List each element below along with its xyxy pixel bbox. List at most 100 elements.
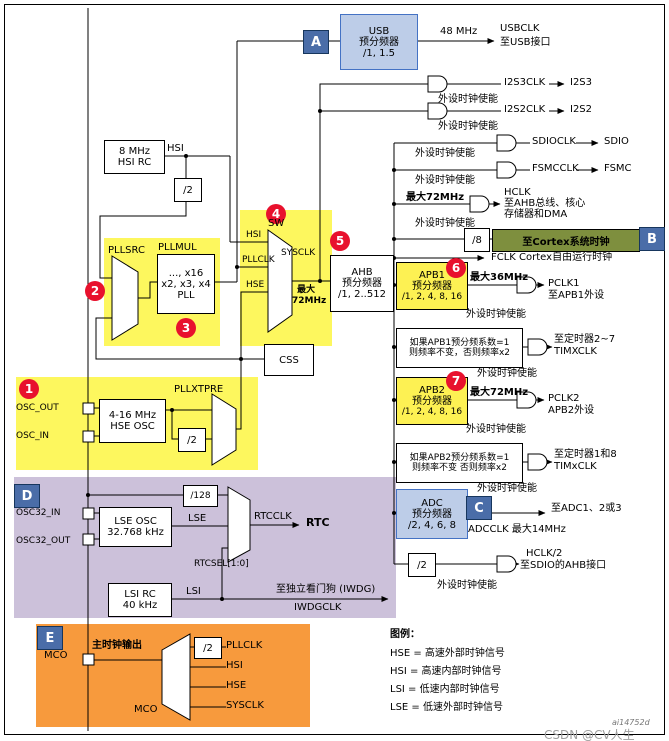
adcclk-label: ADCCLK 最大14MHz (468, 524, 566, 535)
osc-in-label: OSC_IN (16, 431, 49, 441)
hsi-rc-line2: HSI RC (117, 157, 152, 168)
sdio-ahb-dest-label: 至SDIO的AHB接口 (520, 560, 607, 571)
mco-region (36, 624, 310, 727)
mco-pin-label: MCO (44, 650, 68, 661)
pclk2-label: PCLK2 (548, 393, 580, 404)
hse-osc-line1: 4-16 MHz (108, 410, 157, 421)
tag-c: C (466, 496, 492, 520)
lsi-rc-line2: 40 kHz (122, 600, 158, 611)
css-box: CSS (264, 344, 314, 376)
osc32-in-label: OSC32_IN (16, 508, 61, 518)
pllxtpre-div2-box: /2 (178, 428, 206, 452)
sw-in-pllclk-label: PLLCLK (242, 255, 275, 265)
periph-en-label: 外设时钟使能 (415, 175, 475, 186)
apb2-note-line1: 如果APB2预分频系数=1 (409, 453, 510, 463)
hsi-div2-box: /2 (174, 178, 202, 202)
badge-4: 4 (266, 204, 286, 224)
adc-prescaler-box: ADC 预分频器 /2, 4, 6, 8 (396, 489, 468, 539)
badge-7: 7 (446, 371, 466, 391)
periph-en-label: 外设时钟使能 (477, 483, 537, 494)
badge-6: 6 (446, 258, 466, 278)
div8-box: /8 (464, 228, 490, 252)
lsi-signal-label: LSI (186, 586, 201, 597)
periph-en-label: 外设时钟使能 (466, 309, 526, 320)
periph-en-label: 外设时钟使能 (415, 218, 475, 229)
apb2-line2: 预分频器 (412, 396, 452, 407)
ahb-prescaler-box: AHB 预分频器 /1, 2..512 (330, 255, 394, 312)
periph-en-label: 外设时钟使能 (438, 121, 498, 132)
mco-output-label: 主时钟输出 (92, 640, 142, 651)
hsi-rc-line1: 8 MHz (119, 146, 150, 157)
adc-dest-label: 至ADC1、2或3 (551, 503, 622, 514)
mco-in-hse-label: HSE (226, 680, 247, 691)
periph-en-label: 外设时钟使能 (438, 94, 498, 105)
adc-line3: /2, 4, 6, 8 (408, 519, 456, 531)
apb2-line3: /1, 2, 4, 8, 16 (401, 407, 463, 417)
mco-mux-label: MCO (134, 704, 158, 715)
legend-item-hse: HSE = 高速外部时钟信号 (390, 648, 505, 659)
apb2-note-line2: 则频率不变 否则频率x2 (412, 463, 507, 473)
pllmul-line1: ..., x16 (168, 267, 204, 279)
osc32-out-label: OSC32_OUT (16, 536, 71, 546)
usb-box-line2: 预分频器 (359, 36, 399, 48)
mco-in-hsi-label: HSI (226, 660, 243, 671)
apb1-dest-label: 至APB1外设 (548, 290, 605, 301)
periph-en-label: 外设时钟使能 (477, 368, 537, 379)
apb2-dest-label: APB2外设 (548, 405, 595, 416)
pclk1-label: PCLK1 (548, 278, 580, 289)
hse-osc-box: 4-16 MHz HSE OSC (99, 399, 166, 443)
hclk2-label: HCLK/2 (526, 548, 563, 559)
pllmul-line3: PLL (177, 289, 195, 301)
mco-div2-box: /2 (194, 637, 222, 659)
apb1-line1: APB1 (418, 270, 446, 281)
hsi-signal-label: HSI (167, 143, 184, 154)
div128-label: /128 (190, 490, 211, 501)
badge-3: 3 (176, 318, 196, 338)
legend-title: 图例： (390, 629, 420, 640)
div2-label: /2 (203, 642, 213, 654)
sdio-div2-box: /2 (408, 553, 436, 577)
tim18-dest-label: 至定时器1和8 (554, 449, 617, 460)
pllmul-label: PLLMUL (158, 242, 197, 253)
fsmcclk-label: FSMCCLK (532, 163, 579, 174)
sw-in-hse-label: HSE (246, 280, 265, 290)
apb1-line3: /1, 2, 4, 8, 16 (401, 292, 463, 302)
figure-code: ai14752d (612, 718, 650, 727)
pllxtpre-label: PLLXTPRE (174, 384, 224, 395)
apb1-tim-note-box: 如果APB1预分频系数=1 则频率不变，否则频率x2 (396, 328, 523, 368)
apb2-max-label: 最大72MHz (470, 387, 529, 398)
ahb-line1: AHB (351, 267, 373, 278)
div128-box: /128 (183, 485, 218, 507)
apb2-tim-note-box: 如果APB2预分频系数=1 则频率不变 否则频率x2 (396, 443, 523, 483)
watermark: CSDN @CV人生 (544, 728, 635, 741)
timxclk-upper-label: TIMXCLK (554, 346, 597, 357)
lsi-rc-line1: LSI RC (124, 589, 156, 600)
apb1-max-label: 最大36MHz (470, 272, 529, 283)
sysclk-max-label1: 最大 (297, 285, 316, 295)
apb1-note-line1: 如果APB1预分频系数=1 (409, 338, 510, 348)
div2-label: /2 (187, 434, 197, 446)
adc-line2: 预分频器 (412, 508, 452, 520)
i2s2-label: I2S2 (570, 104, 593, 115)
div8-label: /8 (472, 234, 482, 246)
div2-label: /2 (183, 184, 193, 196)
tag-d: D (14, 484, 40, 508)
apb2-line1: APB2 (418, 385, 446, 396)
apb1-note-line2: 则频率不变，否则频率x2 (408, 348, 511, 358)
legend-item-lsi: LSI = 低速内部时钟信号 (390, 684, 500, 695)
css-label: CSS (279, 354, 299, 366)
lse-osc-box: LSE OSC 32.768 kHz (99, 507, 172, 547)
hclk-dest2-label: 存储器和DMA (504, 209, 568, 220)
rtc-label: RTC (306, 516, 330, 529)
tag-b: B (639, 227, 665, 251)
timxclk-lower-label: TIMxCLK (554, 461, 597, 472)
mco-in-sysclk-label: SYSCLK (226, 700, 264, 711)
hse-osc-line2: HSE OSC (110, 421, 155, 432)
hclk-dest1-label: 至AHB总线、核心 (504, 198, 586, 209)
fclk-label: FCLK Cortex自由运行时钟 (491, 252, 613, 263)
lse-osc-line1: LSE OSC (114, 516, 157, 527)
fsmc-label: FSMC (604, 163, 632, 174)
ahb-line3: /1, 2..512 (338, 289, 386, 300)
hclk-label: HCLK (504, 187, 531, 198)
